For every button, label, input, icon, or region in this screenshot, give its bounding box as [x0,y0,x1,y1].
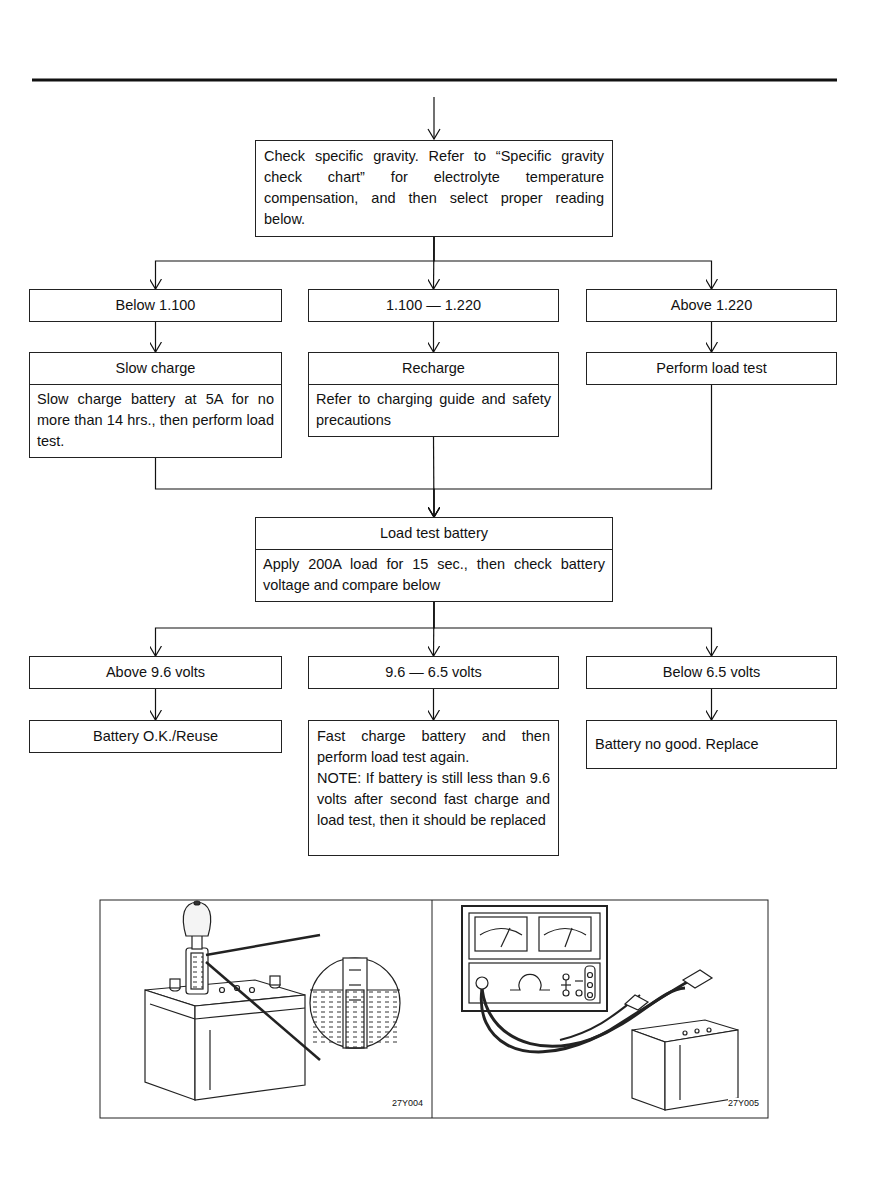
box-heading: Load test battery [256,518,612,550]
box-body: Apply 200A load for 15 sec., then check … [256,550,612,601]
figure-code: 27Y004 [392,1098,423,1108]
panel-divider [432,900,433,1118]
process-box: Battery no good. Replace [586,720,837,769]
box-heading: Slow charge [30,353,281,385]
hydrometer-battery [145,901,400,1100]
process-box: Perform load test [586,352,837,385]
box-text: Above 1.220 [671,295,752,316]
flow-arrow [156,458,435,517]
flow-arrow [434,237,712,289]
flow-arrow [156,237,435,289]
flow-arrow [433,322,434,352]
flow-arrow [434,602,712,656]
header-rule [32,79,837,82]
entry-arrow [428,97,440,139]
box-text: 1.100 — 1.220 [386,295,481,316]
box-text: Battery O.K./Reuse [93,726,218,747]
process-box: Above 9.6 volts [29,656,282,689]
box-text: Below 6.5 volts [663,662,761,683]
process-box: Above 1.220 [586,289,837,322]
flow-arrow [155,689,156,720]
box-body: Slow charge battery at 5A for no more th… [30,385,281,457]
box-body: Refer to charging guide and safety preca… [309,385,558,436]
flow-arrow [155,322,156,352]
box-text: 9.6 — 6.5 volts [385,662,482,683]
box-text: Battery no good. Replace [595,734,759,755]
figure-code: 27Y005 [728,1098,759,1108]
process-box: Check specific gravity. Refer to “Specif… [255,140,613,237]
box-text: Perform load test [656,358,766,379]
titled-box: Load test batteryApply 200A load for 15 … [255,517,613,602]
process-box: 1.100 — 1.220 [308,289,559,322]
box-text: Check specific gravity. Refer to “Specif… [264,146,604,230]
box-text: Above 9.6 volts [106,662,205,683]
process-box: Fast charge battery and then perform loa… [308,720,559,856]
box-heading: Recharge [309,353,558,385]
titled-box: RechargeRefer to charging guide and safe… [308,352,559,437]
process-box: Below 1.100 [29,289,282,322]
titled-box: Slow chargeSlow charge battery at 5A for… [29,352,282,458]
process-box: 9.6 — 6.5 volts [308,656,559,689]
process-box: Below 6.5 volts [586,656,837,689]
load-tester [462,906,738,1110]
flow-arrow [156,602,435,656]
flow-arrow [711,322,712,352]
flow-arrow [711,689,712,720]
process-box: Battery O.K./Reuse [29,720,282,753]
box-text: Fast charge battery and then perform loa… [317,726,550,768]
box-text: Below 1.100 [116,295,196,316]
box-text: NOTE: If battery is still less than 9.6 … [317,768,550,831]
flow-arrow [433,689,434,720]
illustration-frame [100,900,768,1118]
